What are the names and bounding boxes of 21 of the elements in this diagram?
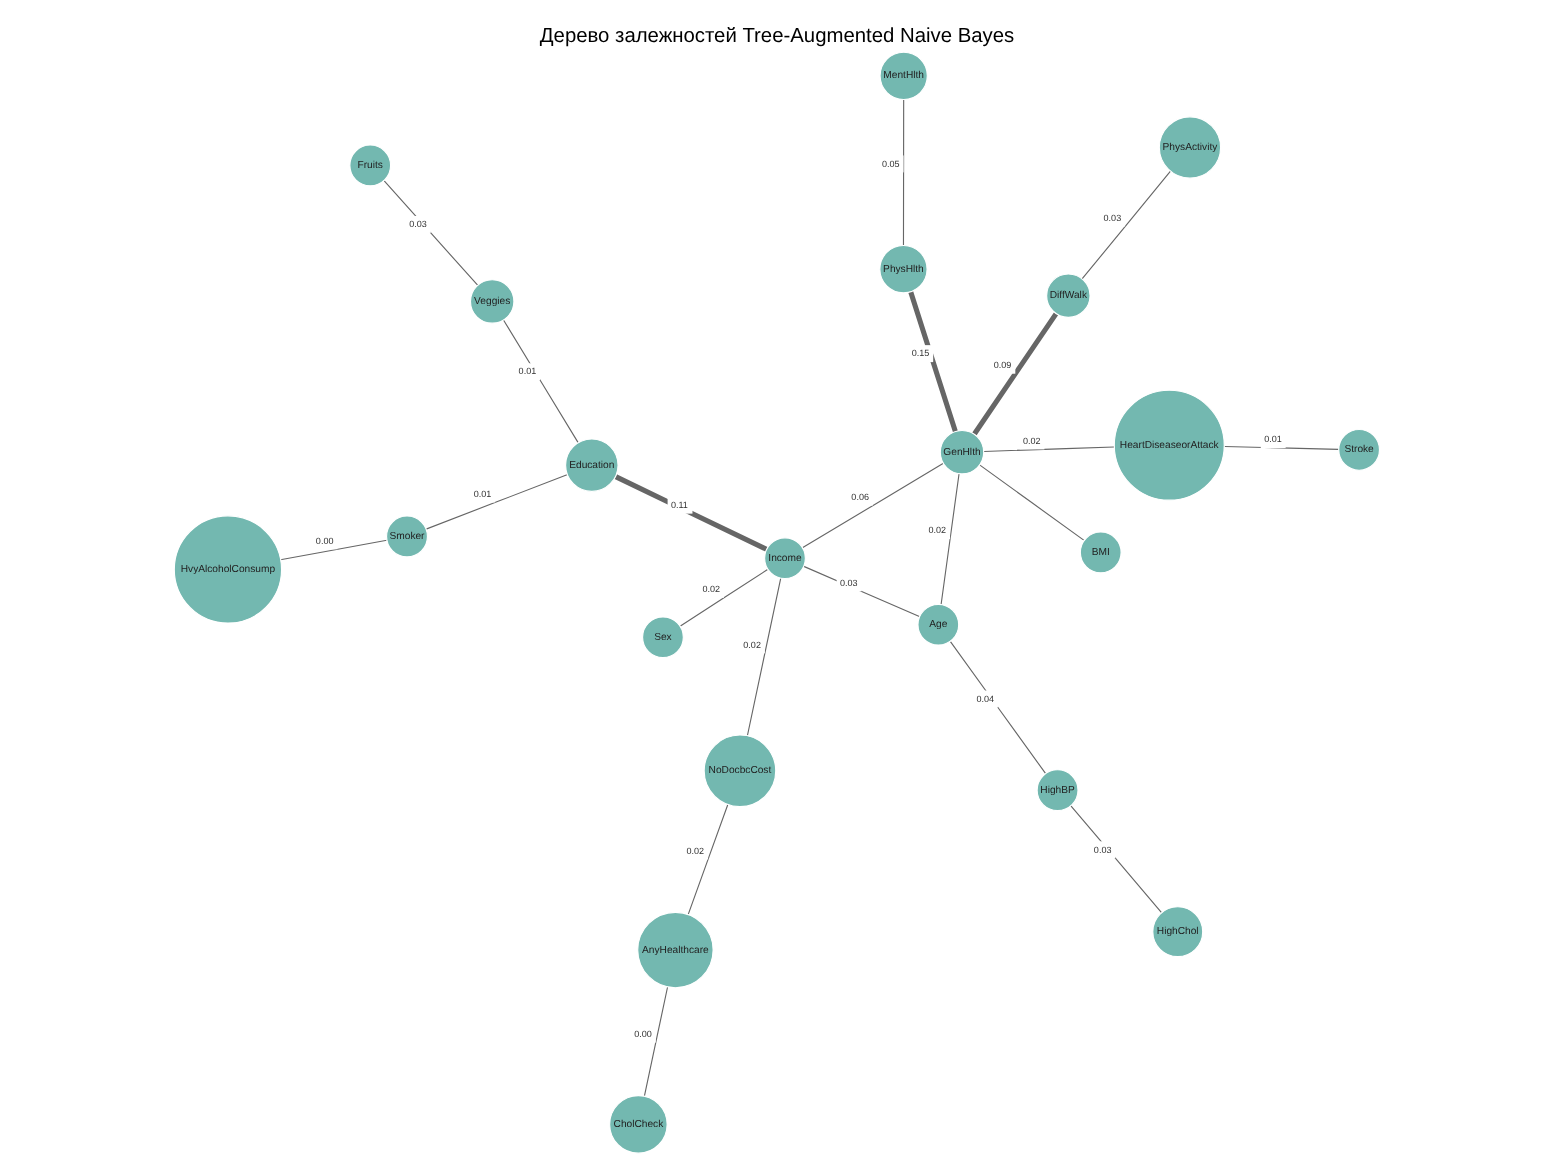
connector — [383, 180, 479, 286]
connector — [1081, 170, 1172, 280]
connector — [902, 98, 905, 246]
connector — [1224, 445, 1339, 450]
connector — [502, 319, 579, 443]
connector — [972, 312, 1059, 436]
connector — [803, 565, 920, 618]
connector — [279, 539, 388, 561]
connector — [940, 473, 960, 605]
connector — [425, 474, 568, 530]
connector — [979, 464, 1085, 541]
connector — [643, 986, 669, 1097]
connector — [949, 641, 1047, 774]
connector — [983, 446, 1115, 453]
connector — [614, 474, 768, 552]
diagram-title: Дерево залежностей Tree-Augmented Naive Bayes — [539, 25, 1015, 48]
connector — [1070, 805, 1162, 913]
connector — [679, 568, 769, 627]
connector — [802, 462, 944, 549]
connector — [746, 577, 782, 736]
connector — [687, 804, 729, 915]
